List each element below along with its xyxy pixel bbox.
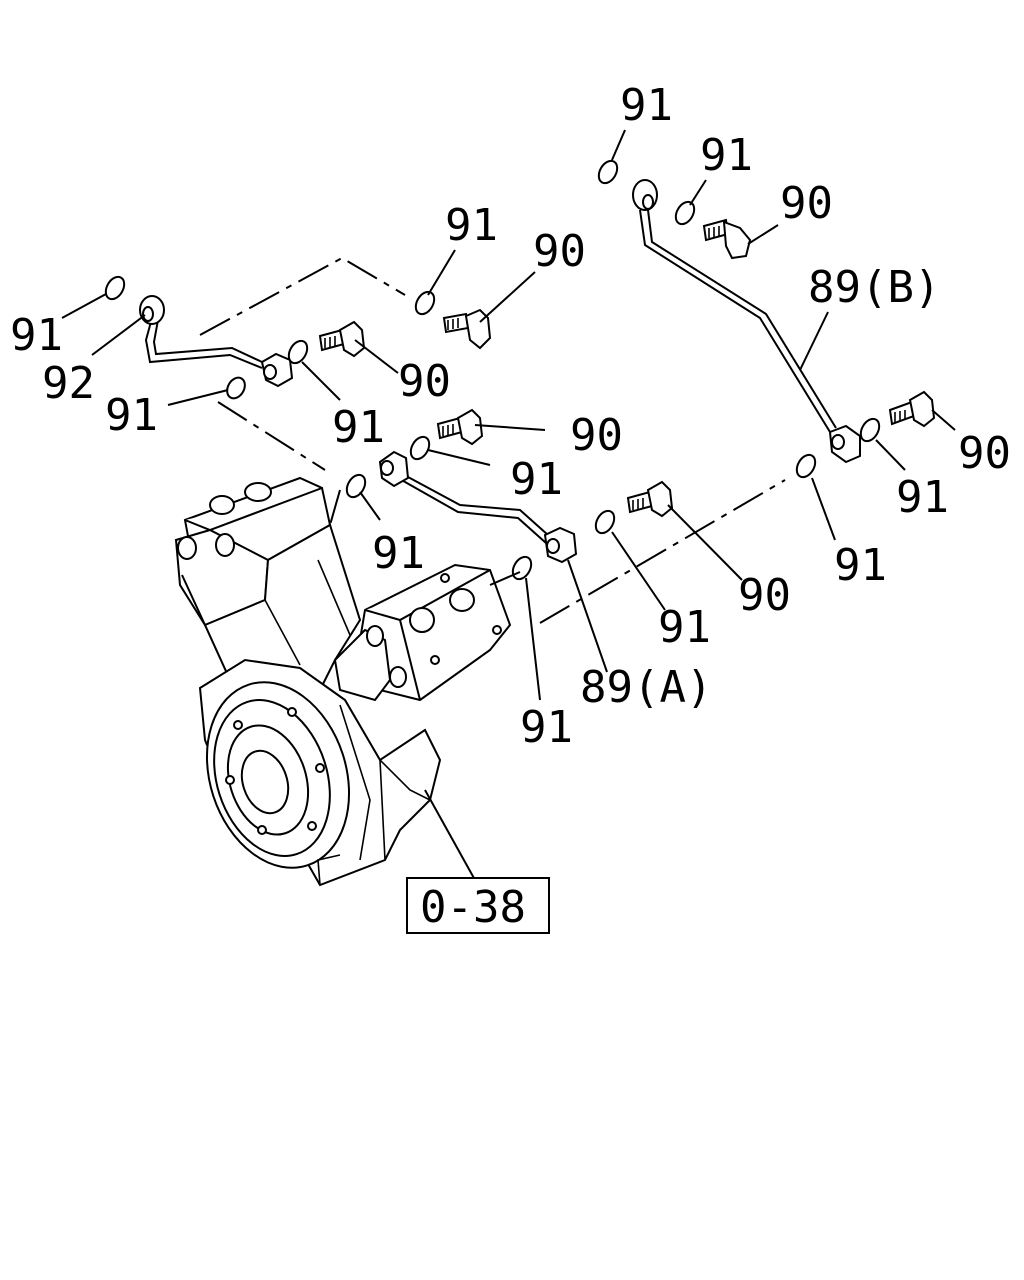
leader-lines — [61, 129, 956, 881]
label-91-right-2: 91 — [834, 540, 887, 591]
label-91-lower: 91 — [658, 602, 711, 653]
label-90-mid-2: 90 — [570, 410, 623, 461]
callouts: 91 91 90 89(B) 91 90 91 92 91 90 91 90 9… — [10, 80, 1011, 753]
label-90-right: 90 — [958, 428, 1011, 479]
label-91-top-2: 91 — [700, 130, 753, 181]
label-90-top: 90 — [780, 178, 833, 229]
label-91-bottom: 91 — [520, 702, 573, 753]
label-90-lower: 90 — [738, 570, 791, 621]
pipe-89b — [632, 179, 861, 464]
label-89a: 89(A) — [580, 662, 712, 713]
label-91-top: 91 — [620, 80, 673, 131]
bolts — [318, 218, 936, 518]
reference-box: 0-38 — [406, 877, 550, 934]
label-91-mid: 91 — [332, 402, 385, 453]
label-91-left: 91 — [10, 310, 63, 361]
pump-assembly — [174, 476, 512, 887]
label-91-right: 91 — [896, 472, 949, 523]
label-91-upper-mid: 91 — [445, 200, 498, 251]
label-91-mid-2: 91 — [510, 454, 563, 505]
label-91-left-2: 91 — [105, 390, 158, 441]
label-90-mid: 90 — [398, 356, 451, 407]
pipe-92 — [139, 295, 294, 388]
label-91-mid-3: 91 — [372, 528, 425, 579]
label-90-upper-mid: 90 — [533, 226, 586, 277]
reference-label: 0-38 — [420, 882, 526, 933]
label-92: 92 — [42, 358, 95, 409]
label-89b: 89(B) — [808, 262, 940, 313]
pipe-89a — [378, 450, 578, 564]
